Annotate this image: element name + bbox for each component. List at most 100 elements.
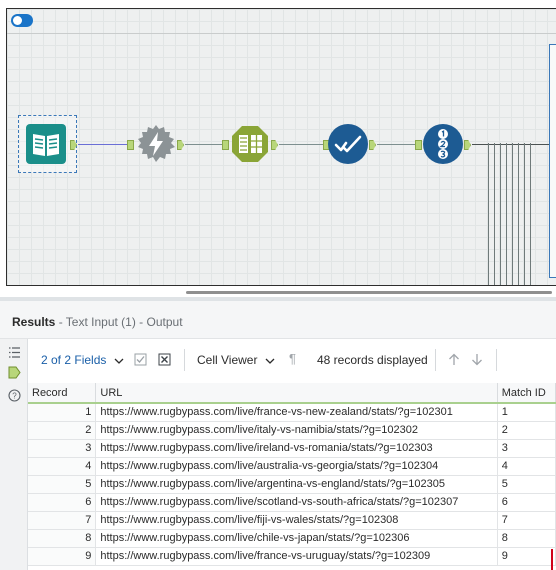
match-id-cell[interactable]: 8: [497, 529, 556, 548]
connection-line: [500, 143, 501, 285]
output-anchor[interactable]: [271, 140, 278, 150]
url-cell[interactable]: https://www.rugbypass.com/live/ireland-v…: [95, 439, 498, 458]
match-id-cell[interactable]: 7: [497, 511, 556, 530]
url-cell[interactable]: https://www.rugbypass.com/live/scotland-…: [95, 493, 498, 512]
results-label: Results: [12, 315, 56, 329]
results-toolbar: 2 of 2 Fields Cell Viewer ¶ 48 records d…: [28, 339, 556, 381]
record-cell: 6: [28, 493, 97, 512]
record-cell: 3: [28, 439, 97, 458]
connection-line: [524, 143, 525, 285]
connection-line: [506, 143, 507, 285]
url-cell[interactable]: https://www.rugbypass.com/live/australia…: [95, 457, 498, 476]
numbered-list-icon: [438, 129, 448, 159]
connection-line: [377, 144, 415, 145]
red-marker: [551, 549, 553, 570]
arrow-down-icon[interactable]: [471, 353, 483, 366]
output-anchor[interactable]: [464, 140, 471, 150]
canvas-header-band: [7, 9, 556, 34]
results-subtitle: - Text Input (1) - Output: [55, 315, 183, 329]
output-anchor[interactable]: [70, 140, 77, 150]
lightning-icon: [138, 125, 175, 162]
record-cell: 1: [28, 403, 97, 422]
column-header-record[interactable]: Record: [28, 383, 97, 404]
record-id-tool[interactable]: [423, 124, 463, 164]
connection-line: [185, 144, 222, 145]
fields-dropdown[interactable]: 2 of 2 Fields: [41, 353, 124, 367]
url-cell[interactable]: https://www.rugbypass.com/live/fiji-vs-w…: [95, 511, 498, 530]
results-side-rail: ?: [0, 339, 28, 570]
list-icon[interactable]: [8, 346, 21, 359]
input-anchor[interactable]: [415, 140, 422, 150]
output-anchor[interactable]: [177, 140, 184, 150]
checkbox-icon[interactable]: [134, 353, 147, 366]
match-id-cell[interactable]: 6: [497, 493, 556, 512]
connection-line: [530, 143, 531, 285]
text-to-columns-tool[interactable]: [230, 124, 270, 164]
url-cell[interactable]: https://www.rugbypass.com/live/chile-vs-…: [95, 529, 498, 548]
match-id-cell[interactable]: 1: [497, 403, 556, 422]
results-header: Results - Text Input (1) - Output: [0, 301, 556, 339]
column-header-match-id[interactable]: Match ID: [497, 383, 556, 404]
record-cell: 9: [28, 547, 97, 566]
connection-line: [518, 143, 519, 285]
formula-tool[interactable]: [136, 124, 176, 164]
match-id-cell[interactable]: 5: [497, 475, 556, 494]
url-cell[interactable]: https://www.rugbypass.com/live/france-vs…: [95, 403, 498, 422]
text-input-tool[interactable]: [24, 122, 68, 166]
pane-divider[interactable]: [0, 297, 556, 301]
record-cell: 4: [28, 457, 97, 476]
cell-viewer-label: Cell Viewer: [197, 353, 258, 367]
match-id-cell[interactable]: 4: [497, 457, 556, 476]
url-cell[interactable]: https://www.rugbypass.com/live/italy-vs-…: [95, 421, 498, 440]
connection-line: [279, 144, 324, 145]
workflow-canvas[interactable]: [6, 8, 556, 286]
column-header-url[interactable]: URL: [95, 383, 498, 404]
record-cell: 7: [28, 511, 97, 530]
help-icon[interactable]: ?: [8, 389, 21, 402]
record-cell: 8: [28, 529, 97, 548]
toolbar-separator: [496, 349, 497, 371]
svg-text:?: ?: [12, 392, 17, 401]
toolbar-separator: [435, 349, 436, 371]
url-cell[interactable]: https://www.rugbypass.com/live/argentina…: [95, 475, 498, 494]
canvas-horizontal-scrollbar[interactable]: [186, 291, 552, 294]
connection-line: [488, 143, 489, 285]
input-anchor[interactable]: [222, 140, 229, 150]
toggle-switch[interactable]: [11, 14, 33, 27]
connection-line: [78, 144, 128, 145]
deselect-icon[interactable]: [158, 353, 171, 366]
toggle-knob: [13, 16, 22, 25]
match-id-cell[interactable]: 3: [497, 439, 556, 458]
cell-viewer-dropdown[interactable]: Cell Viewer: [197, 353, 275, 367]
select-tool[interactable]: [328, 124, 368, 164]
match-id-cell[interactable]: 2: [497, 421, 556, 440]
output-anchor-icon[interactable]: [8, 366, 21, 379]
table-columns-icon: [232, 126, 268, 162]
input-anchor[interactable]: [127, 140, 134, 150]
connection-line: [472, 144, 549, 145]
output-anchor[interactable]: [369, 140, 376, 150]
chevron-down-icon: [114, 358, 124, 364]
arrow-up-icon[interactable]: [448, 353, 460, 366]
pilcrow-icon[interactable]: ¶: [289, 351, 296, 366]
url-cell[interactable]: https://www.rugbypass.com/live/france-vs…: [95, 547, 498, 566]
checkmark-icon: [334, 135, 362, 153]
connection-line: [512, 143, 513, 285]
results-title: Results - Text Input (1) - Output: [12, 315, 183, 329]
container-edge[interactable]: [549, 44, 556, 278]
toolbar-separator: [184, 349, 185, 371]
match-id-cell[interactable]: 9: [497, 547, 556, 566]
book-icon: [26, 124, 66, 164]
record-cell: 5: [28, 475, 97, 494]
